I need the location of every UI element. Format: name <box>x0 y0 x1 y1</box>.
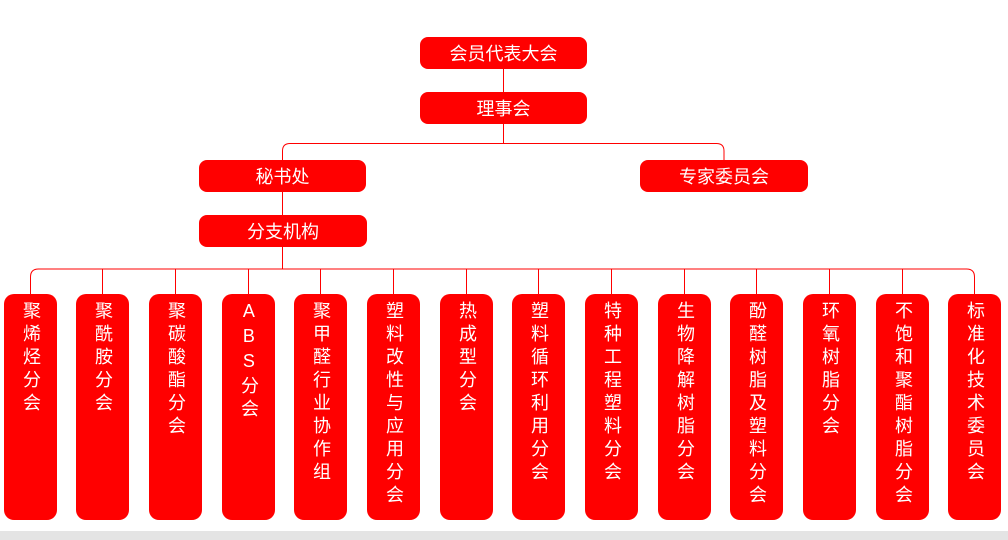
branch-node-label: ABS分会 <box>238 301 259 422</box>
branch-node-label: 标准化技术委员会 <box>964 301 985 485</box>
node-label: 专家委员会 <box>679 167 769 187</box>
branch-node: 标准化技术委员会 <box>948 294 1001 520</box>
branch-node-label: 不饱和聚酯树脂分会 <box>892 301 913 508</box>
connector-level2 <box>282 143 725 160</box>
branch-node: ABS分会 <box>222 294 275 520</box>
branch-node-label: 酚醛树脂及塑料分会 <box>746 301 767 508</box>
branch-node: 塑料循环利用分会 <box>512 294 565 520</box>
branch-node-label: 热成型分会 <box>456 301 477 416</box>
branch-node: 聚碳酸酯分会 <box>149 294 202 520</box>
node-label: 理事会 <box>476 99 531 119</box>
branch-node: 特种工程塑料分会 <box>585 294 638 520</box>
branch-node: 聚甲醛行业协作组 <box>294 294 347 520</box>
connector-level3-rail <box>30 268 975 294</box>
branch-node-label: 生物降解树脂分会 <box>674 301 695 485</box>
branch-node: 生物降解树脂分会 <box>658 294 711 520</box>
branch-node: 酚醛树脂及塑料分会 <box>730 294 783 520</box>
node-member-congress: 会员代表大会 <box>420 37 587 69</box>
horizontal-scrollbar[interactable] <box>0 531 1008 540</box>
branch-node: 环氧树脂分会 <box>803 294 856 520</box>
branch-node-label: 聚碳酸酯分会 <box>165 301 186 439</box>
branch-node-label: 聚甲醛行业协作组 <box>310 301 331 485</box>
node-secretariat: 秘书处 <box>199 160 366 192</box>
branch-node: 热成型分会 <box>440 294 493 520</box>
branch-node-label: 环氧树脂分会 <box>819 301 840 439</box>
node-label: 秘书处 <box>255 167 310 187</box>
branch-node: 不饱和聚酯树脂分会 <box>876 294 929 520</box>
node-council: 理事会 <box>420 92 587 124</box>
branch-node-label: 特种工程塑料分会 <box>601 301 622 485</box>
branch-node: 聚烯烃分会 <box>4 294 57 520</box>
branch-node-label: 聚烯烃分会 <box>20 301 41 416</box>
branch-node: 塑料改性与应用分会 <box>367 294 420 520</box>
node-label: 会员代表大会 <box>449 44 558 64</box>
node-label: 分支机构 <box>247 222 319 242</box>
node-branch-organizations: 分支机构 <box>199 215 367 247</box>
branch-node: 聚酰胺分会 <box>76 294 129 520</box>
branch-node-label: 塑料改性与应用分会 <box>383 301 404 508</box>
branch-node-label: 塑料循环利用分会 <box>528 301 549 485</box>
branch-node-label: 聚酰胺分会 <box>92 301 113 416</box>
node-expert-committee: 专家委员会 <box>640 160 808 192</box>
connector-level3-drops <box>102 269 903 294</box>
